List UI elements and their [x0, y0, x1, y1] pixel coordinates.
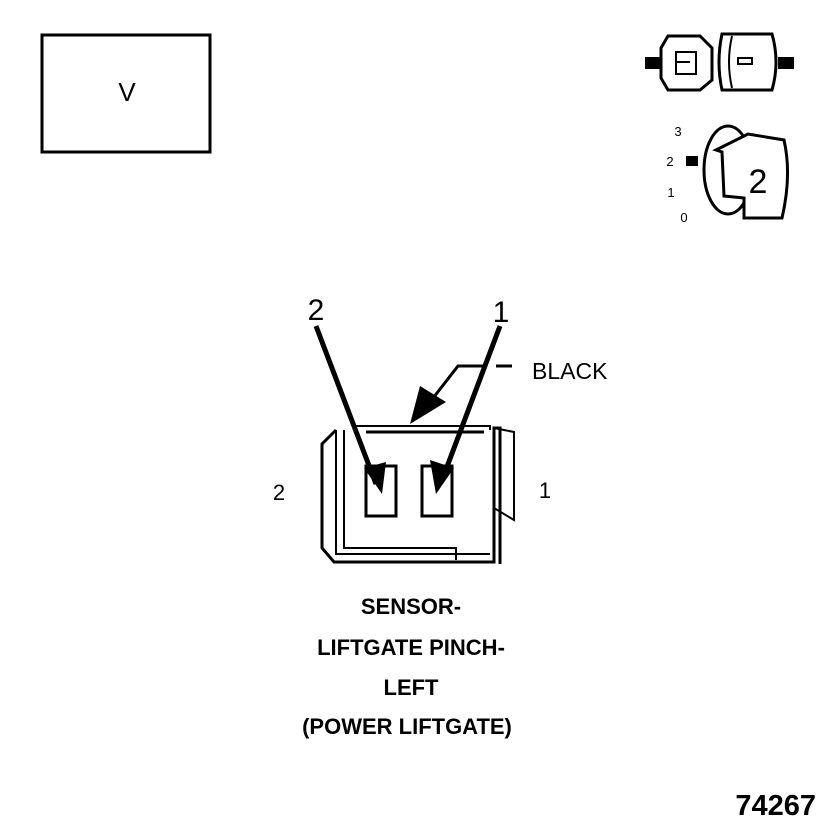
view-key-number: 2 [749, 163, 768, 201]
side-number: 1 [539, 478, 551, 503]
view-box-label: V [118, 77, 136, 107]
scale-number: 0 [680, 210, 687, 225]
scale-number: 1 [667, 185, 674, 200]
scale-number: 2 [666, 154, 673, 169]
view-key-icon: 3 2 1 0 2 [666, 124, 790, 225]
caption-line: SENSOR- [361, 594, 461, 619]
caption-line: (POWER LIFTGATE) [302, 714, 512, 739]
view-box: V [40, 33, 212, 154]
pin-callout-arrows [313, 325, 503, 494]
scale-number: 3 [674, 124, 681, 139]
figure-number: 74267 [735, 790, 816, 822]
connector-caption: SENSOR- LIFTGATE PINCH- LEFT (POWER LIFT… [302, 594, 512, 739]
color-label: BLACK [532, 358, 608, 384]
pin-callout-number: 1 [493, 296, 510, 329]
side-number: 2 [273, 480, 285, 505]
color-callout: BLACK [410, 358, 608, 424]
caption-line: LEFT [384, 675, 440, 700]
caption-line: LIFTGATE PINCH- [317, 635, 505, 660]
terminal-side-view-icon [645, 32, 794, 92]
connector-body [320, 425, 515, 564]
pin-callout-number: 2 [308, 294, 325, 327]
